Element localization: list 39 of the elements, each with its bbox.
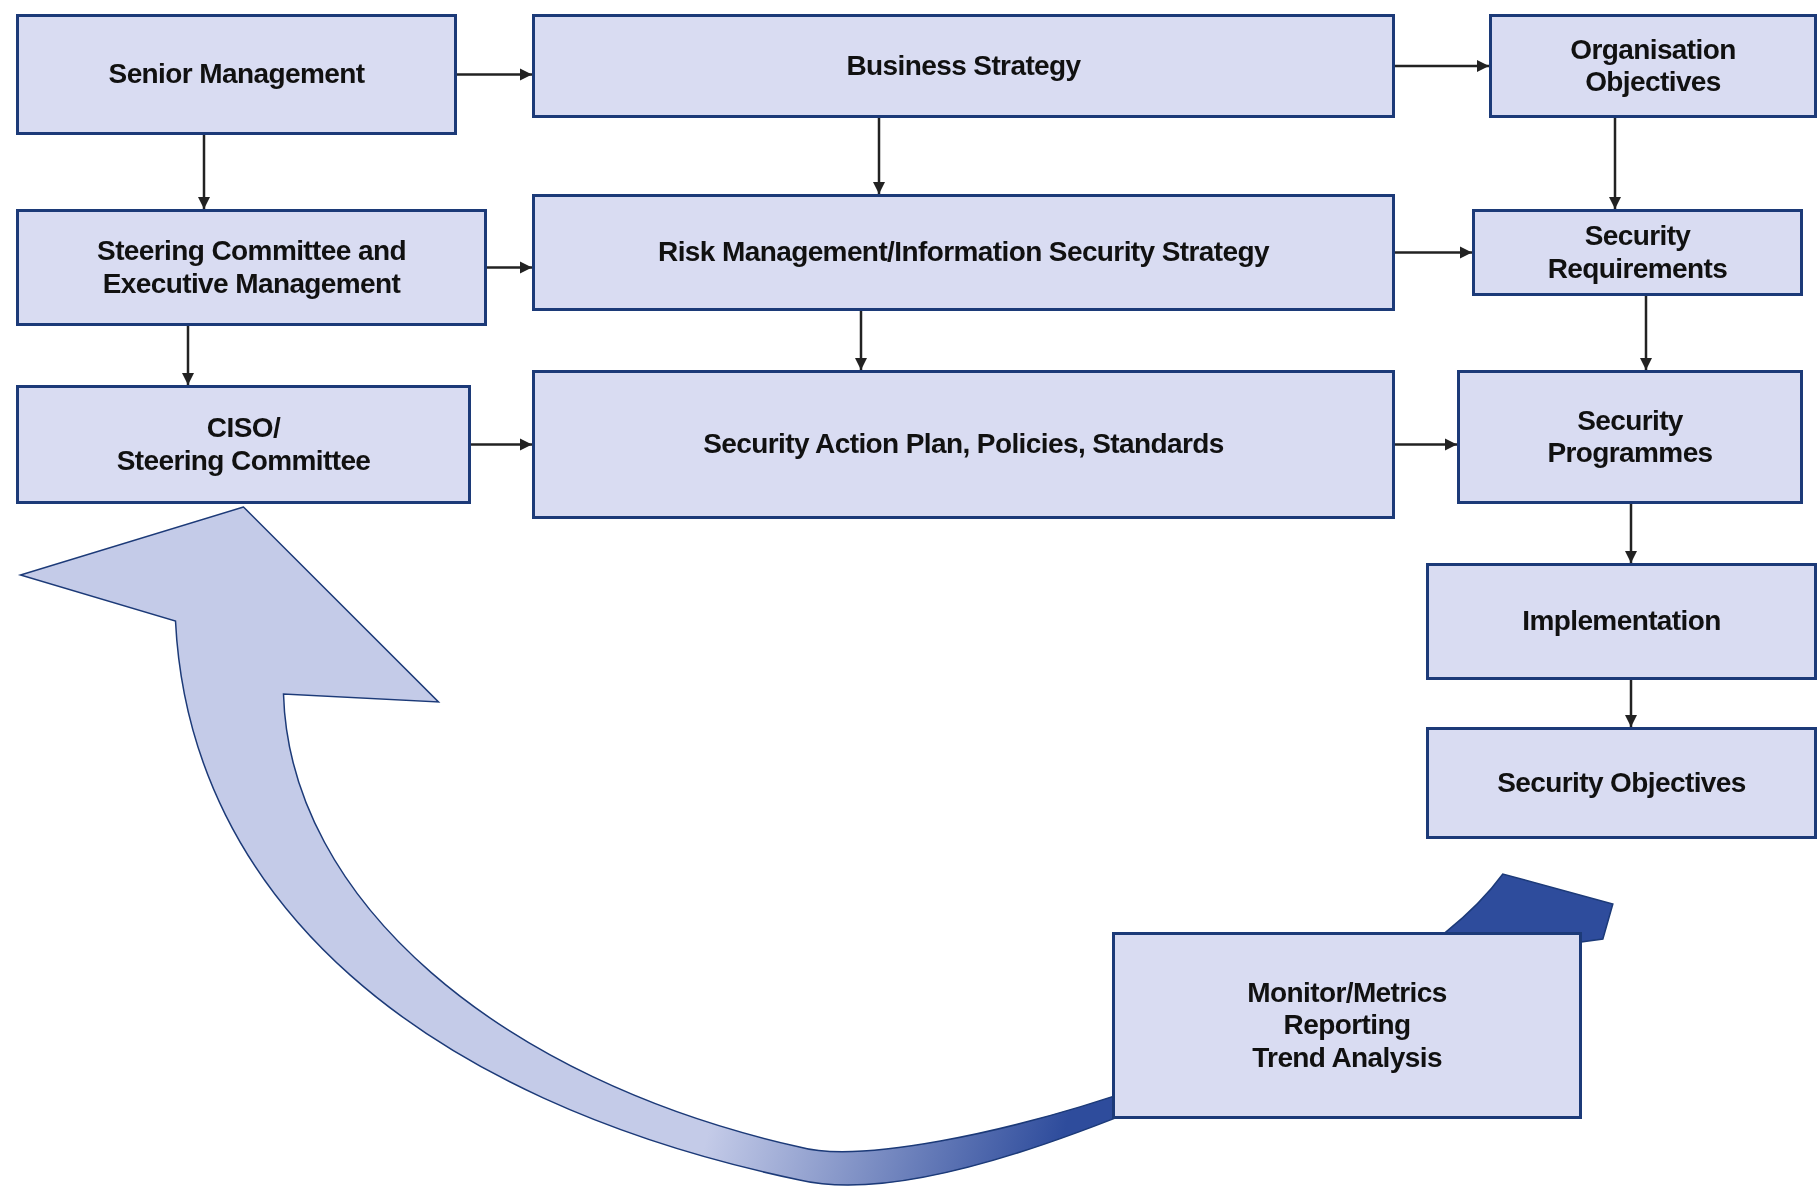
- process-box: [1426, 563, 1817, 680]
- arrow: [1639, 296, 1653, 370]
- process-box: [16, 209, 487, 326]
- arrow: [487, 261, 532, 274]
- process-box: [1112, 932, 1582, 1119]
- process-box: [1426, 727, 1817, 839]
- arrow: [1608, 118, 1622, 209]
- arrow: [1395, 438, 1457, 451]
- process-box: [1457, 370, 1803, 504]
- box-label: Steering Committee and Executive Management: [97, 235, 406, 300]
- arrow: [854, 311, 868, 370]
- arrow: [181, 326, 195, 385]
- box-label: Monitor/Metrics Reporting Trend Analysis: [1247, 977, 1447, 1074]
- process-box: [1472, 209, 1803, 296]
- box-label: Senior Management: [108, 58, 365, 91]
- process-box: [532, 194, 1395, 311]
- box-label: Security Action Plan, Policies, Standards: [703, 428, 1224, 461]
- arrow: [872, 118, 886, 194]
- arrow: [1624, 680, 1638, 727]
- process-box: [16, 14, 457, 135]
- process-box: [1489, 14, 1817, 118]
- box-label: Security Requirements: [1547, 220, 1728, 285]
- process-box: [532, 14, 1395, 118]
- box-label: Risk Management/Information Security Strategy: [658, 236, 1269, 269]
- box-label: Business Strategy: [846, 49, 1081, 83]
- box-label: Security Objectives: [1497, 766, 1746, 800]
- arrow: [1624, 504, 1638, 563]
- arrow: [457, 68, 532, 81]
- arrow: [197, 135, 211, 209]
- arrow: [1395, 59, 1489, 73]
- box-label: Organisation Objectives: [1570, 33, 1736, 99]
- box-label: CISO/ Steering Committee: [116, 412, 371, 477]
- box-label: Implementation: [1522, 605, 1721, 638]
- process-box: [16, 385, 471, 504]
- arrow: [1395, 246, 1472, 259]
- arrow: [471, 438, 532, 451]
- feedback-arrow: [19, 506, 1614, 1186]
- process-box: [532, 370, 1395, 519]
- box-label: Security Programmes: [1547, 404, 1713, 470]
